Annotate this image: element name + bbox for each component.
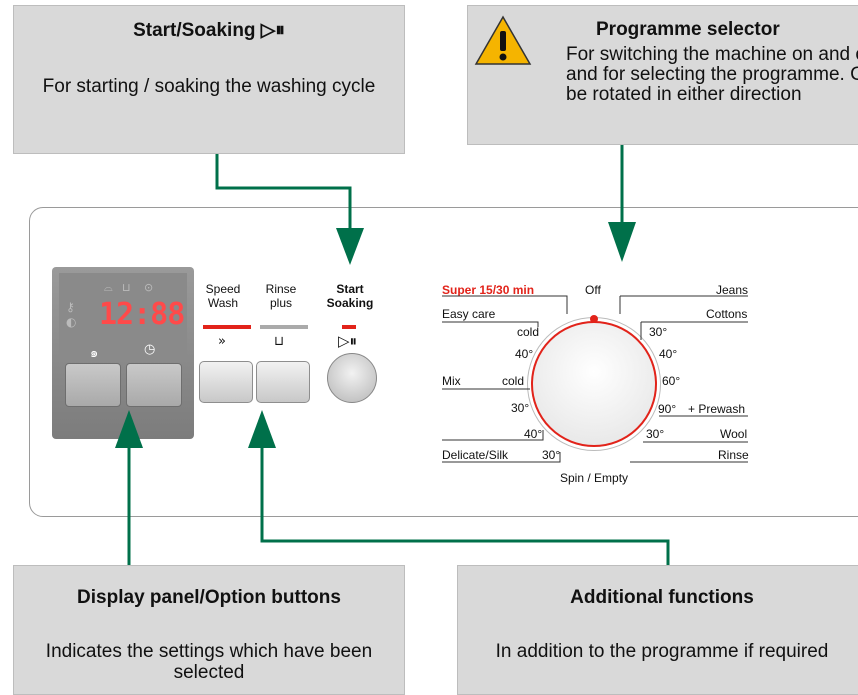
spin-icon: ⊙: [144, 281, 154, 294]
display-digits: 12:88: [99, 297, 185, 332]
start-indicator: [342, 325, 356, 329]
soaking-icon: ⌓: [104, 281, 113, 294]
wash-icon: ⊔: [122, 281, 131, 294]
programme-super-15-30: Super 15/30 min: [442, 283, 535, 297]
prewash-label: + Prewash: [688, 402, 746, 416]
off-label: Off: [585, 283, 601, 297]
speed-wash-indicator: [203, 325, 251, 329]
rinse-plus-indicator: [260, 325, 308, 329]
speed-wash-button[interactable]: [199, 361, 253, 403]
start-soaking-button[interactable]: [327, 353, 377, 403]
key-icon: ⚷: [66, 300, 75, 314]
spin-option-icon: ๑: [90, 346, 99, 361]
dial-pointer: [590, 315, 598, 323]
programme-bracket-lines: [442, 295, 748, 463]
callout-title: Programme selector: [596, 19, 780, 40]
programme-delicate-silk: Delicate/Silk: [442, 448, 509, 462]
delay-timer-icon: ◷: [144, 342, 156, 357]
warning-icon: [474, 15, 532, 65]
programme-jeans: Jeans: [716, 283, 749, 297]
rinse-plus-label: Rinse plus: [265, 282, 297, 310]
cottons-40: 40°: [659, 347, 678, 361]
callout-text: Indicates the settings which have been s…: [45, 641, 373, 683]
wool-30: 30°: [646, 427, 665, 441]
callout-text: For starting / soaking the washing cycle: [42, 76, 376, 97]
mix-40: 40°: [524, 427, 543, 441]
start-arrow-head: [336, 228, 364, 265]
cottons-60: 60°: [662, 374, 681, 388]
delay-end-button[interactable]: [126, 363, 182, 407]
programme-arrow-head: [608, 222, 636, 262]
temperature-icon: ◐: [66, 315, 77, 329]
spin-empty-label: Spin / Empty: [560, 471, 629, 485]
rinse-icon: ⊔: [274, 334, 285, 349]
additional-functions-callout: Additional functions In addition to the …: [457, 565, 858, 695]
easy-care-40: 40°: [515, 347, 534, 361]
rinse-plus-button[interactable]: [256, 361, 310, 403]
start-pause-icon: ▷⏸: [338, 332, 358, 350]
programme-selector-dial[interactable]: [531, 321, 657, 447]
mix-cold: cold: [502, 374, 525, 388]
additional-arrow-head: [248, 410, 276, 448]
callout-text: In addition to the programme if required: [495, 641, 829, 662]
delicate-30: 30°: [542, 448, 561, 462]
callout-text: For switching the machine on and off and…: [566, 44, 858, 105]
easy-care-cold: cold: [517, 325, 540, 339]
programme-cottons: Cottons: [706, 307, 748, 321]
start-connector-line: [215, 154, 352, 232]
cottons-90: 90°: [658, 402, 677, 416]
callout-title: Display panel/Option buttons: [77, 587, 341, 608]
callout-title: Additional functions: [570, 587, 754, 608]
spin-speed-button[interactable]: [65, 363, 121, 407]
display-screen: [59, 273, 187, 361]
programme-rinse: Rinse: [718, 448, 749, 462]
display-arrow-head: [115, 410, 143, 448]
additional-connector-line: [260, 445, 670, 565]
mix-30: 30°: [511, 401, 530, 415]
speed-wash-icon: »: [218, 334, 226, 349]
display-panel-callout: Display panel/Option buttons Indicates t…: [13, 565, 405, 695]
cottons-30: 30°: [649, 325, 668, 339]
programme-easy-care: Easy care: [442, 307, 496, 321]
callout-title: Start/Soaking ▷⏸: [133, 20, 285, 41]
programme-wool: Wool: [720, 427, 748, 441]
programme-mix: Mix: [442, 374, 461, 388]
start-soaking-callout: Start/Soaking ▷⏸ For starting / soaking …: [13, 5, 405, 154]
speed-wash-label: Speed Wash: [205, 282, 241, 310]
programme-selector-callout: Programme selector For switching the mac…: [467, 5, 858, 145]
start-soaking-label: Start Soaking: [326, 282, 374, 310]
